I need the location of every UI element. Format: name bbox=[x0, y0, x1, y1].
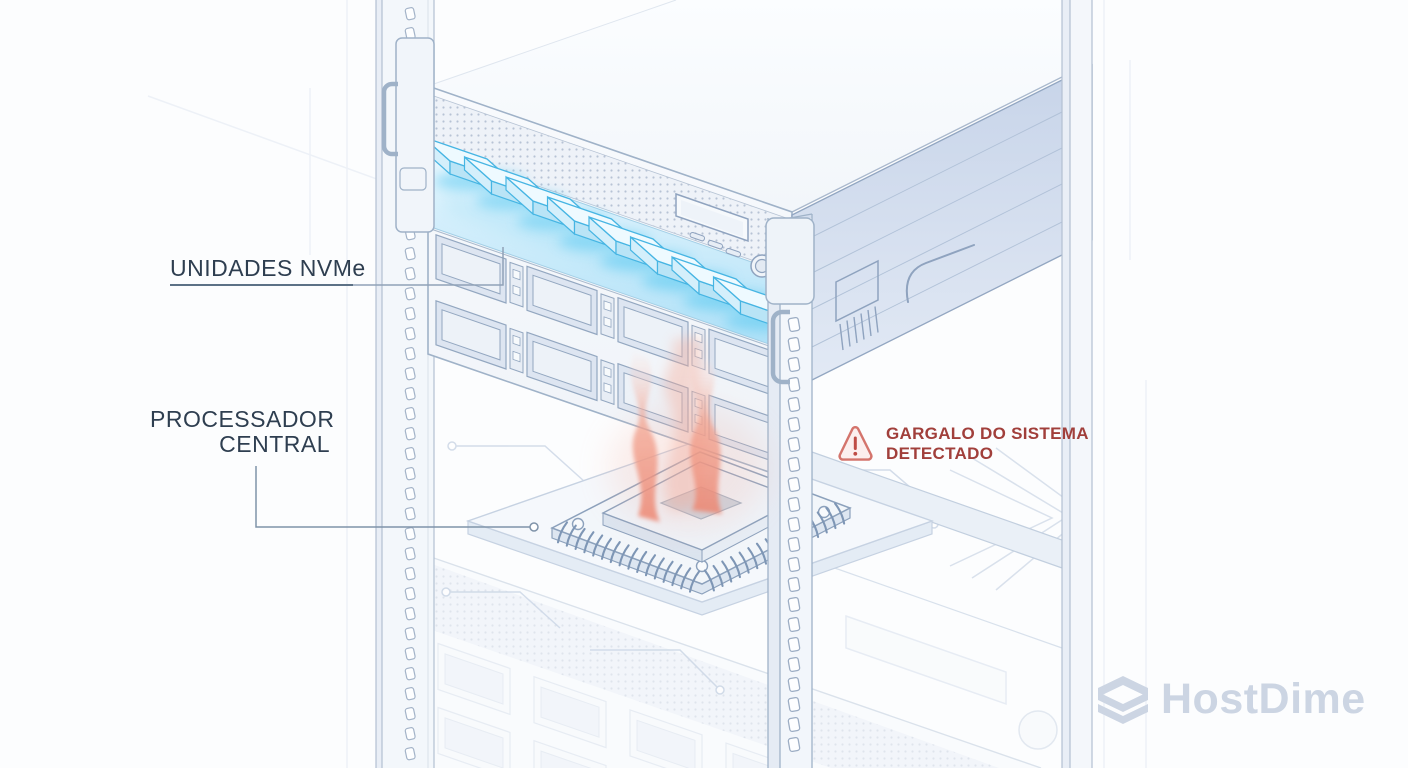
faded-lower-server bbox=[427, 555, 1058, 768]
server-left-ear bbox=[381, 37, 435, 233]
right-rack-rail bbox=[1061, 0, 1093, 768]
server-handle-right bbox=[770, 309, 790, 385]
nvme-drive-trays bbox=[422, 135, 817, 337]
nvme-server bbox=[381, 0, 1093, 482]
nvme-label-connector bbox=[353, 247, 504, 286]
side-panel-label-plate bbox=[835, 259, 879, 323]
server-right-ear bbox=[765, 217, 815, 305]
heat-plume bbox=[608, 336, 768, 530]
panel-button bbox=[689, 232, 706, 242]
post-mounting-holes bbox=[787, 316, 801, 753]
front-rack-post bbox=[765, 213, 815, 768]
faded-drive-bays bbox=[437, 642, 799, 768]
label-connectors bbox=[170, 247, 539, 532]
cpu-pins-left bbox=[556, 521, 701, 593]
server-handle-left bbox=[381, 81, 398, 157]
side-panel-vents bbox=[839, 306, 879, 351]
panel-button bbox=[707, 240, 724, 250]
panel-button bbox=[725, 248, 742, 258]
cable-arm-line bbox=[905, 244, 975, 303]
cpu-label-connector bbox=[255, 466, 530, 528]
